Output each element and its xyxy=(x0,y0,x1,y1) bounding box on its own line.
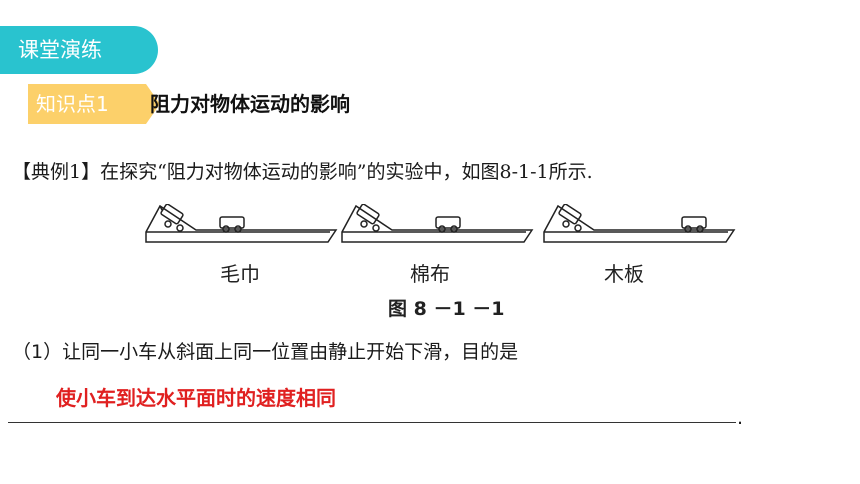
section-banner: 课堂演练 xyxy=(0,26,158,74)
tag-arrow-icon xyxy=(146,84,160,124)
section-banner-label: 课堂演练 xyxy=(18,38,102,62)
knowledge-point-tag: 知识点1 xyxy=(28,84,146,124)
example-text: 【典例1】在探究“阻力对物体运动的影响”的实验中，如图8-1-1所示. xyxy=(12,161,593,183)
knowledge-point-title: 阻力对物体运动的影响 xyxy=(150,92,350,116)
question-1: （1）让同一小车从斜面上同一位置由静止开始下滑，目的是 xyxy=(12,341,519,363)
ramp-setup-wood xyxy=(543,204,736,243)
ramp-setup-cotton xyxy=(341,204,534,243)
figure-label-towel: 毛巾 xyxy=(220,262,260,286)
figure-label-wood: 木板 xyxy=(604,262,644,286)
ramp-setup-towel xyxy=(145,204,338,243)
experiment-diagram xyxy=(145,204,736,243)
experiment-figure: 毛巾 棉布 木板 图 8 －1 －1 xyxy=(140,204,740,326)
figure-label-cotton: 棉布 xyxy=(410,262,450,286)
answer-blank-line xyxy=(8,422,736,423)
figure-caption: 图 8 －1 －1 xyxy=(388,298,505,320)
answer-period: . xyxy=(737,407,744,429)
answer-1: 使小车到达水平面时的速度相同 xyxy=(56,386,336,410)
